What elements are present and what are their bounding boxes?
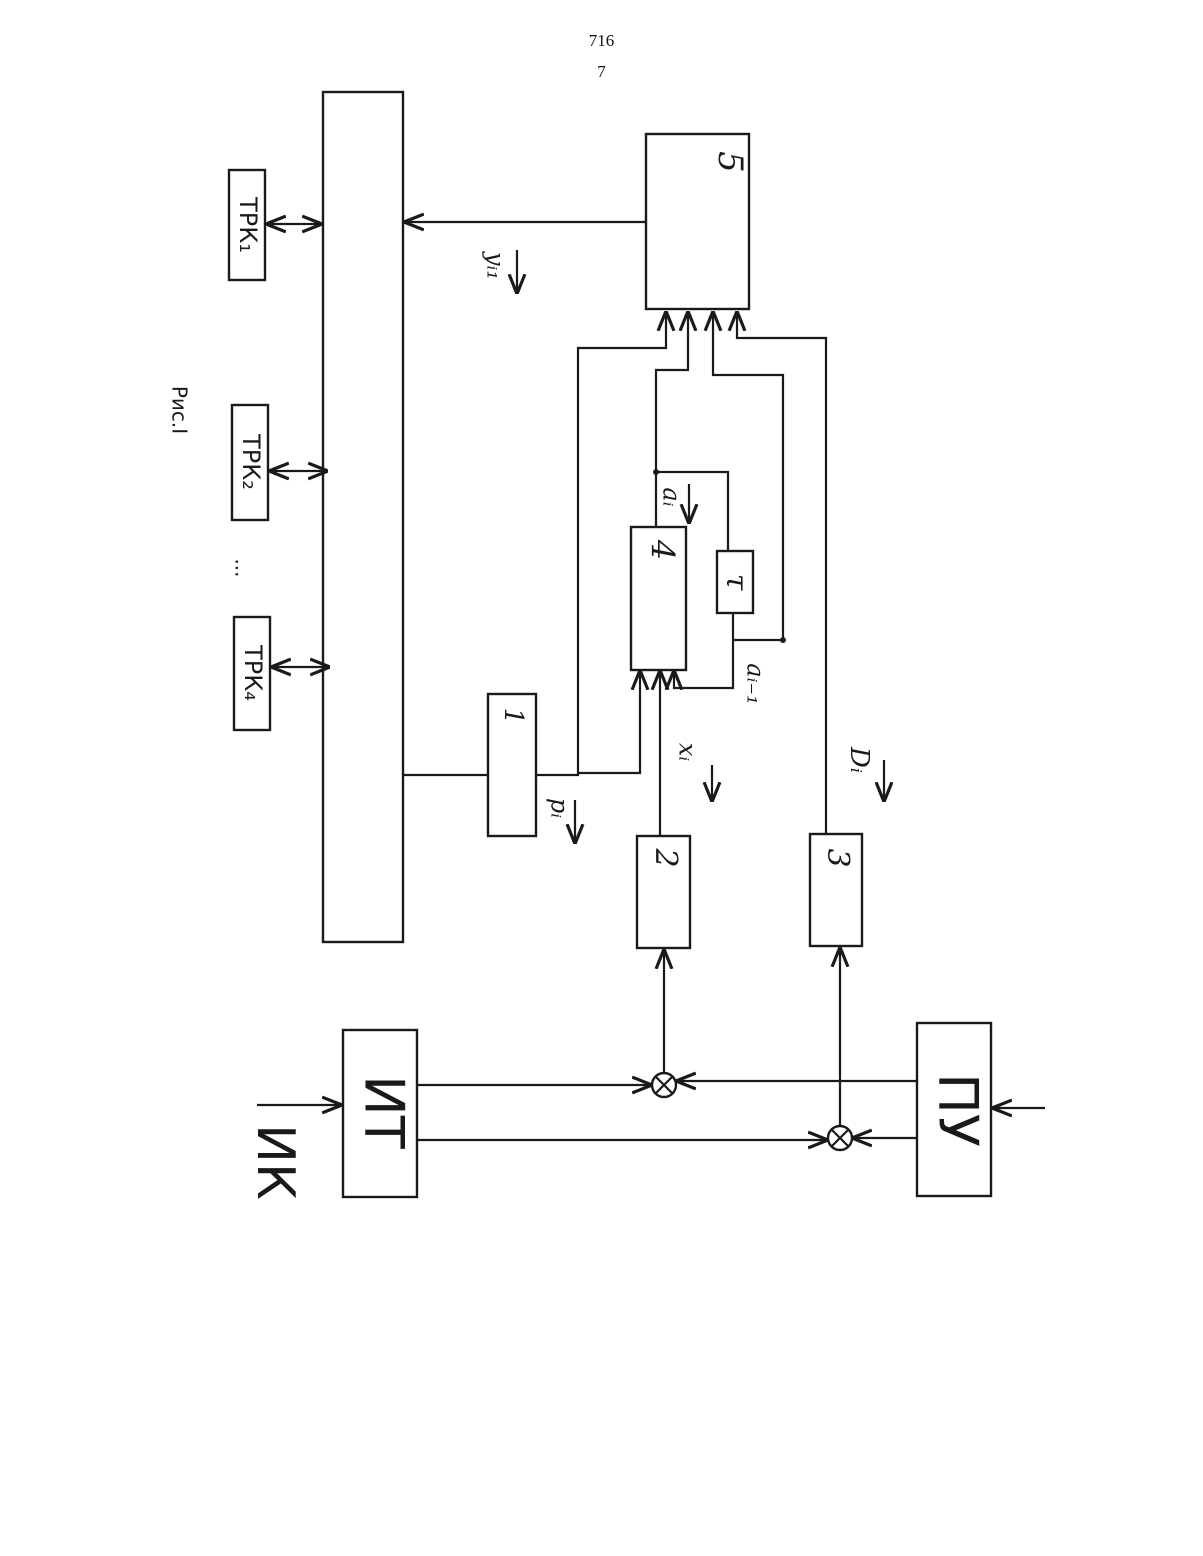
hatched-bus: [323, 92, 403, 942]
trk4-label: ТРК₄: [239, 644, 267, 701]
block-1: 1: [488, 694, 536, 836]
block-5-label: 5: [710, 151, 750, 173]
trk1-block: ТРК₁: [229, 170, 265, 280]
signal-d-label: Dᵢ: [844, 746, 874, 773]
trk1-label: ТРК₁: [234, 196, 262, 253]
signal-x-label: xᵢ: [674, 743, 702, 762]
it-label: ИТ: [352, 1075, 415, 1149]
block-5: 5: [646, 134, 750, 309]
block-4: 4: [631, 527, 686, 670]
block-2: 2: [637, 836, 690, 948]
block-3-label: 3: [820, 848, 855, 867]
ik-label: ИК: [245, 1124, 305, 1200]
multiplier-2: [828, 1126, 852, 1150]
signal-y-label: yᵢ₁: [482, 251, 510, 280]
signal-aprev-label: aᵢ₋₁: [742, 663, 770, 704]
trk4-block: ТРК₄: [234, 617, 270, 730]
it-block: ИТ: [343, 1030, 417, 1197]
block-4-label: 4: [644, 539, 682, 560]
block-2-label: 2: [648, 847, 683, 867]
tau-block: τ: [717, 551, 754, 613]
signal-p-label: pᵢ: [546, 798, 574, 818]
block1-to-block4: [578, 672, 640, 773]
aprev-to-block5: [713, 313, 783, 640]
figure-caption: Рис.I: [168, 386, 192, 434]
block-1-label: 1: [498, 708, 528, 725]
trk2-label: ТРК₂: [237, 433, 265, 490]
signal-a-label: aᵢ: [658, 487, 686, 506]
trk-ellipsis: ...: [231, 558, 255, 577]
junction-aprev: [780, 637, 786, 643]
trk2-block: ТРК₂: [232, 405, 268, 520]
pu-block: ПУ: [917, 1023, 991, 1196]
tau-label: τ: [719, 574, 754, 591]
block-3: 3: [810, 834, 862, 946]
tau-to-block4: [674, 613, 733, 688]
multiplier-1: [652, 1073, 676, 1097]
pu-label: ПУ: [926, 1073, 989, 1147]
